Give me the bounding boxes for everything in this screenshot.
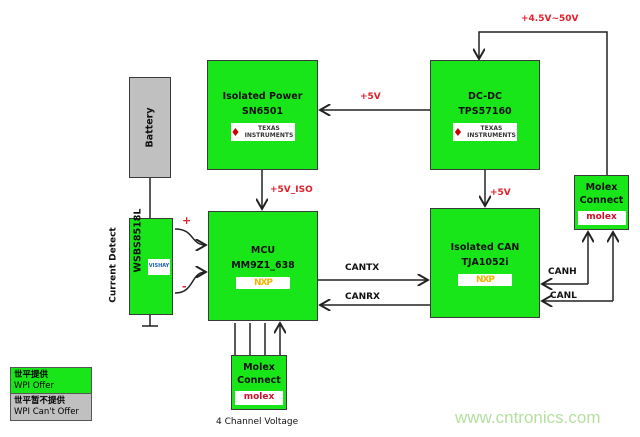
battery-block: Battery <box>129 77 171 178</box>
shunt-block: WSBS8518L VISHAY <box>129 208 173 315</box>
supply-label: +4.5V~50V <box>521 14 579 24</box>
block-part: TPS57160 <box>458 106 512 117</box>
nxp-logo: NXP <box>236 277 290 289</box>
block-title: DC-DC <box>468 91 502 102</box>
plus-label: + <box>182 214 192 227</box>
molex-right-block: Molex Connect molex <box>574 175 629 230</box>
vishay-logo: VISHAY <box>148 258 170 275</box>
block-title: Molex <box>585 181 618 193</box>
block-part: TJA1052i <box>461 257 509 268</box>
5v-can-label: +5V <box>490 188 511 198</box>
molex-logo: molex <box>235 390 283 405</box>
channel-lines <box>234 323 280 355</box>
block-subtitle: Connect <box>237 374 281 386</box>
molex-logo: molex <box>577 210 626 225</box>
ti-logo: ♦TEXAS INSTRUMENTS <box>453 123 517 141</box>
nxp-logo: NXP <box>458 274 512 286</box>
molex-bottom-block: Molex Connect molex <box>231 355 287 410</box>
isolated-can-block: Isolated CAN TJA1052i NXP <box>430 208 540 318</box>
block-title: MCU <box>250 245 276 256</box>
isolated-power-block: Isolated Power SN6501 ♦TEXAS INSTRUMENTS <box>207 60 318 170</box>
block-part: WSBS8518L <box>132 208 144 273</box>
mcu-block: MCU MM9Z1_638 NXP <box>208 211 318 321</box>
plus-line <box>174 228 206 245</box>
minus-line <box>174 272 206 294</box>
block-title: Molex <box>243 361 275 373</box>
block-part: MM9Z1_638 <box>231 260 295 271</box>
minus-label: - <box>182 280 187 293</box>
5v-label: +5V <box>360 92 381 102</box>
canh-label: CANH <box>548 267 577 277</box>
block-part: SN6501 <box>241 106 284 117</box>
canl-label: CANL <box>550 291 577 301</box>
5v-iso-label: +5V_ISO <box>270 185 313 195</box>
block-title: Isolated Power <box>222 91 303 102</box>
canrx-label: CANRX <box>345 292 380 302</box>
block-title: Battery <box>144 107 156 148</box>
ti-logo: ♦TEXAS INSTRUMENTS <box>230 123 295 141</box>
supply-line <box>479 31 608 175</box>
watermark: www.cntronics.com <box>455 408 601 427</box>
current-detect-label: Current Detect <box>108 227 119 303</box>
ground <box>142 315 158 327</box>
channel-voltage-label: 4 Channel Voltage <box>216 417 299 427</box>
cantx-label: CANTX <box>345 263 380 273</box>
block-title: Isolated CAN <box>450 242 520 253</box>
block-subtitle: Connect <box>579 194 624 206</box>
dcdc-block: DC-DC TPS57160 ♦TEXAS INSTRUMENTS <box>430 60 540 170</box>
